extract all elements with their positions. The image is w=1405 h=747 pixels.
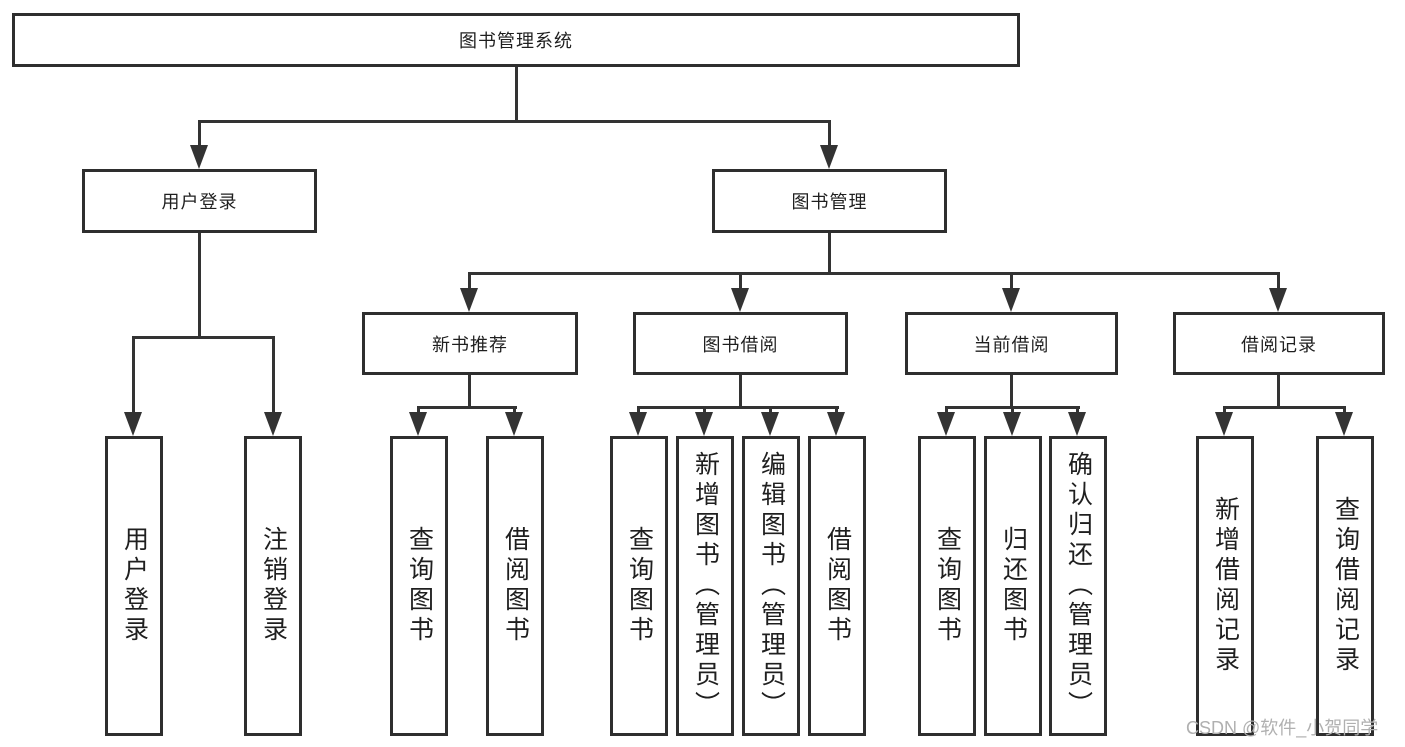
node-user-login-label: 用户登录 [161,192,238,212]
node-current-borrowing: 当前借阅 [905,312,1118,375]
node-library-system-label: 图书管理系统 [459,31,573,51]
arrowhead-down-icon [937,412,955,436]
node-user-login: 用户登录 [82,169,317,233]
leaf-query-book-newbook-label: 查询图书 [405,526,434,646]
connector-line [828,233,831,272]
node-book-borrowing-label: 图书借阅 [702,334,779,355]
connector-line [198,120,831,123]
arrowhead-down-icon [190,145,208,169]
connector-line [1010,272,1013,292]
connector-line [513,406,516,416]
connector-line [1010,375,1013,406]
node-book-borrowing: 图书借阅 [633,312,848,375]
csdn-watermark: CSDN @软件_小贺同学 [1186,718,1379,738]
leaf-logout: 注销登录 [244,436,302,736]
arrowhead-down-icon [695,412,713,436]
connector-line [945,406,948,416]
connector-line [1223,406,1345,409]
arrowhead-down-icon [731,288,749,312]
arrowhead-down-icon [820,145,838,169]
connector-line [739,272,742,292]
connector-line [132,336,275,339]
node-library-system: 图书管理系统 [12,13,1020,67]
connector-line [417,406,517,409]
leaf-query-book-current: 查询图书 [918,436,976,736]
connector-line [272,336,275,416]
connector-line [515,67,518,120]
leaf-query-book-current-label: 查询图书 [933,526,962,646]
node-book-management: 图书管理 [712,169,947,233]
connector-line [637,406,839,409]
leaf-borrow-book-label: 借阅图书 [823,526,852,646]
connector-line [468,375,471,406]
arrowhead-down-icon [761,412,779,436]
leaf-query-book-borrow: 查询图书 [610,436,668,736]
arrowhead-down-icon [629,412,647,436]
connector-line [1011,406,1014,416]
connector-line [769,406,772,416]
arrowhead-down-icon [1068,412,1086,436]
node-new-book-recommend-label: 新书推荐 [432,334,508,355]
leaf-query-book-borrow-label: 查询图书 [625,526,654,646]
leaf-add-book-admin-label: 新增图书（管理员） [691,451,720,721]
arrowhead-down-icon [264,412,282,436]
connector-line [1343,406,1346,416]
connector-line [835,406,838,416]
leaf-user-login: 用户登录 [105,436,163,736]
arrowhead-down-icon [1215,412,1233,436]
connector-line [198,120,201,148]
leaf-add-borrow-record-label: 新增借阅记录 [1211,496,1240,676]
arrowhead-down-icon [1003,412,1021,436]
arrowhead-down-icon [409,412,427,436]
leaf-return-book-label: 归还图书 [999,526,1028,646]
arrowhead-down-icon [1269,288,1287,312]
node-book-management-label: 图书管理 [791,192,868,212]
leaf-query-borrow-record: 查询借阅记录 [1316,436,1374,736]
connector-line [198,233,201,336]
leaf-return-book: 归还图书 [984,436,1042,736]
leaf-user-login-label: 用户登录 [120,526,149,646]
node-borrowing-records: 借阅记录 [1173,312,1385,375]
leaf-edit-book-admin: 编辑图书（管理员） [742,436,800,736]
leaf-borrow-book-newbook-label: 借阅图书 [501,526,530,646]
node-current-borrowing-label: 当前借阅 [973,334,1050,355]
connector-line [739,375,742,406]
leaf-logout-label: 注销登录 [259,526,288,646]
arrowhead-down-icon [827,412,845,436]
arrowhead-down-icon [460,288,478,312]
leaf-borrow-book: 借阅图书 [808,436,866,736]
arrowhead-down-icon [1335,412,1353,436]
arrowhead-down-icon [124,412,142,436]
node-borrowing-records-label: 借阅记录 [1241,334,1317,355]
leaf-borrow-book-newbook: 借阅图书 [486,436,544,736]
leaf-add-book-admin: 新增图书（管理员） [676,436,734,736]
connector-line [468,272,471,292]
arrowhead-down-icon [505,412,523,436]
leaf-edit-book-admin-label: 编辑图书（管理员） [757,451,786,721]
connector-line [637,406,640,416]
connector-line [132,336,135,416]
leaf-confirm-return-admin-label: 确认归还（管理员） [1064,451,1093,721]
leaf-add-borrow-record: 新增借阅记录 [1196,436,1254,736]
arrowhead-down-icon [1002,288,1020,312]
connector-line [828,120,831,148]
connector-line [468,272,1280,275]
connector-line [417,406,420,416]
leaf-query-book-newbook: 查询图书 [390,436,448,736]
connector-line [1223,406,1226,416]
node-new-book-recommend: 新书推荐 [362,312,578,375]
leaf-query-borrow-record-label: 查询借阅记录 [1331,496,1360,676]
connector-line [1277,272,1280,292]
leaf-confirm-return-admin: 确认归还（管理员） [1049,436,1107,736]
connector-line [703,406,706,416]
connector-line [1277,375,1280,406]
connector-line [1076,406,1079,416]
